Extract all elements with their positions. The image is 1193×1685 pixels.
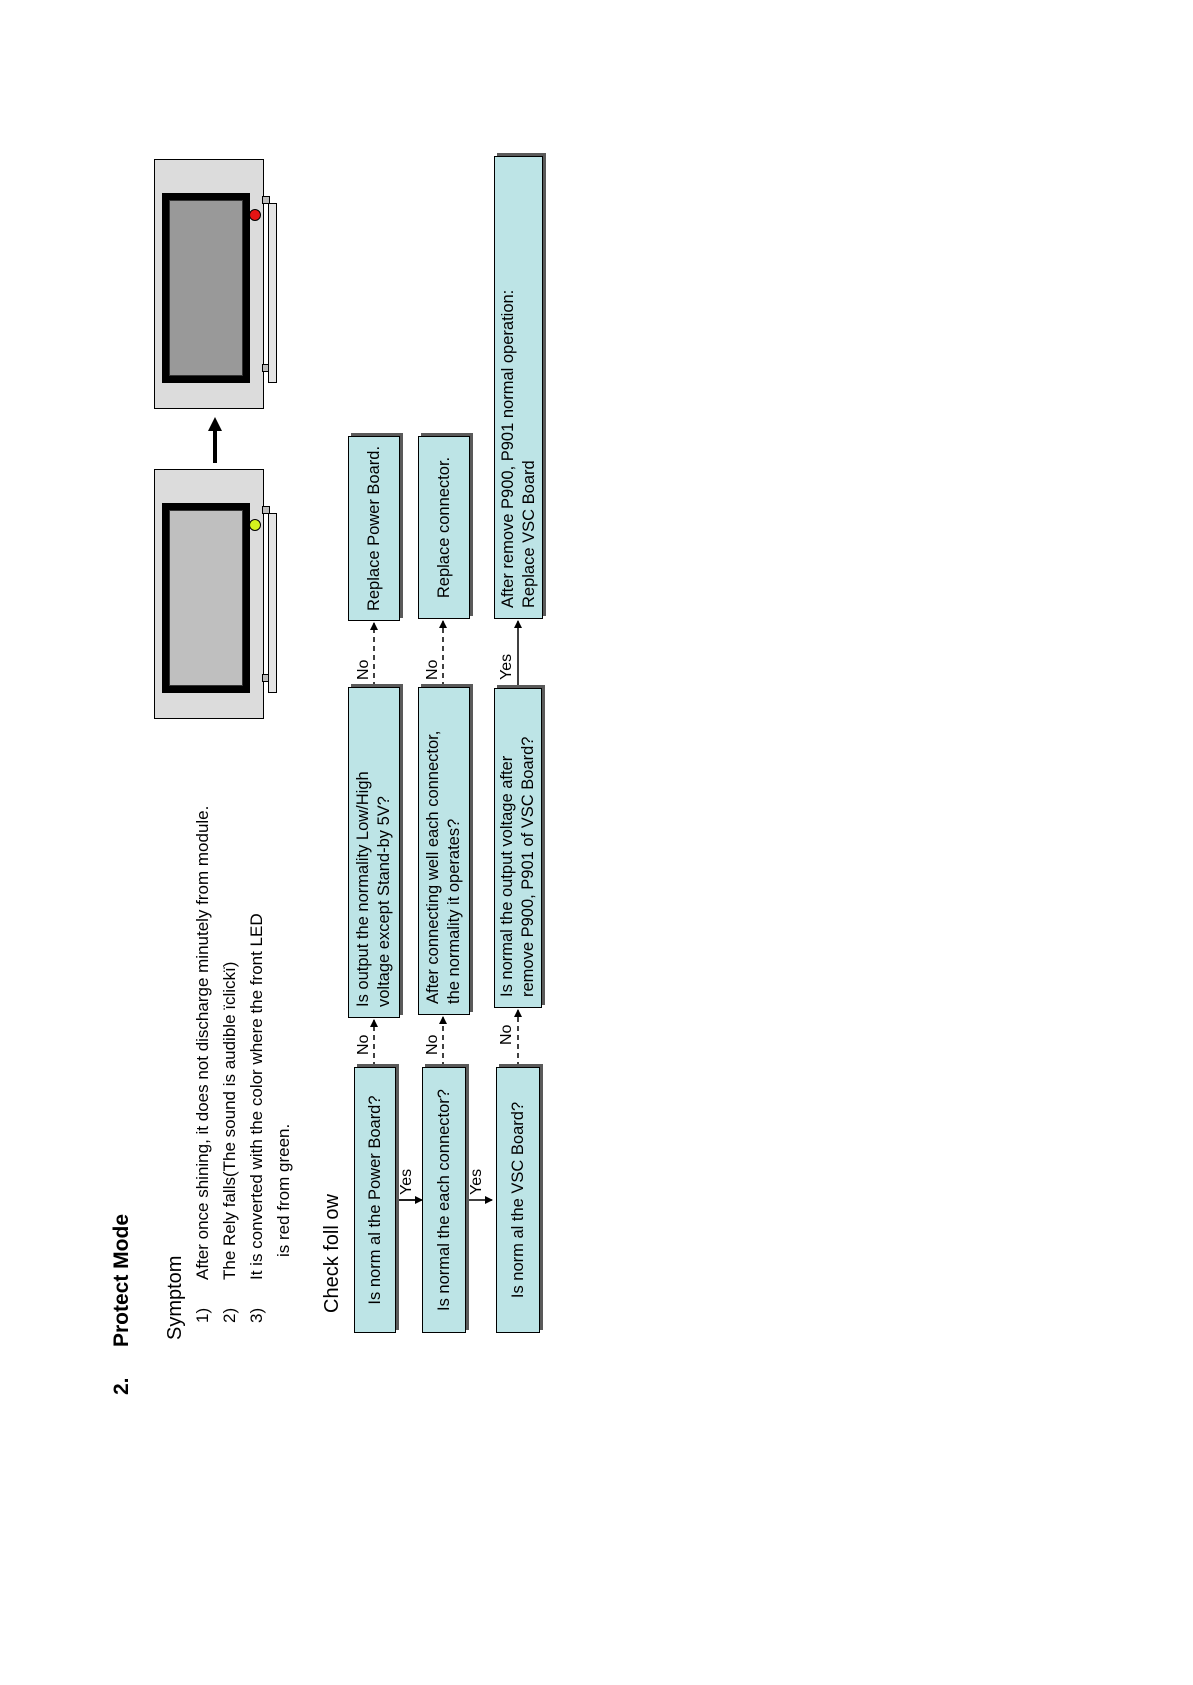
label-no-5: No bbox=[498, 1025, 516, 1045]
label-no-3: No bbox=[424, 1035, 442, 1055]
box-is-normal-output-voltage: Is normal the output voltage after remov… bbox=[494, 688, 542, 1008]
label-no-2: No bbox=[355, 660, 373, 680]
box-replace-connector: Replace connector. bbox=[418, 436, 470, 619]
box-replace-vsc-board: After remove P900, P901 normal operation… bbox=[494, 156, 543, 619]
label-yes-3: Yes bbox=[498, 654, 516, 680]
box-is-output-normality: Is output the normality Low/High voltage… bbox=[348, 687, 400, 1018]
label-yes-1: Yes bbox=[398, 1169, 416, 1195]
box-is-normal-vsc-board: Is norm al the VSC Board? bbox=[496, 1067, 540, 1333]
label-yes-2: Yes bbox=[468, 1169, 486, 1195]
box-after-connecting: After connecting well each connector, th… bbox=[418, 687, 470, 1015]
box-is-normal-power-board: Is norm al the Power Board? bbox=[354, 1067, 396, 1333]
box-replace-power-board: Replace Power Board. bbox=[348, 436, 400, 621]
box-is-normal-each-connector: Is normal the each connector? bbox=[422, 1067, 466, 1333]
label-no-1: No bbox=[355, 1035, 373, 1055]
label-no-4: No bbox=[424, 660, 442, 680]
